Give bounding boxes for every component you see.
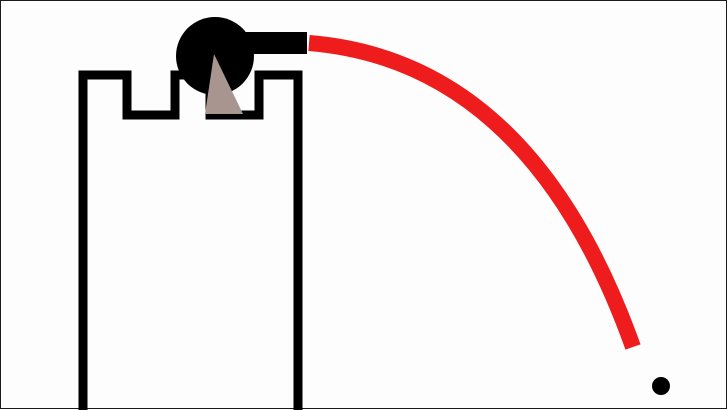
cannon-wheel	[176, 17, 254, 95]
projectile-path	[308, 35, 641, 350]
cannon-barrel	[235, 32, 307, 54]
cannonball-icon	[652, 377, 670, 395]
cannon-icon	[176, 17, 307, 114]
cannon-stand	[205, 54, 243, 114]
castle-tower-icon	[78, 70, 303, 410]
tower-outline	[78, 70, 303, 410]
